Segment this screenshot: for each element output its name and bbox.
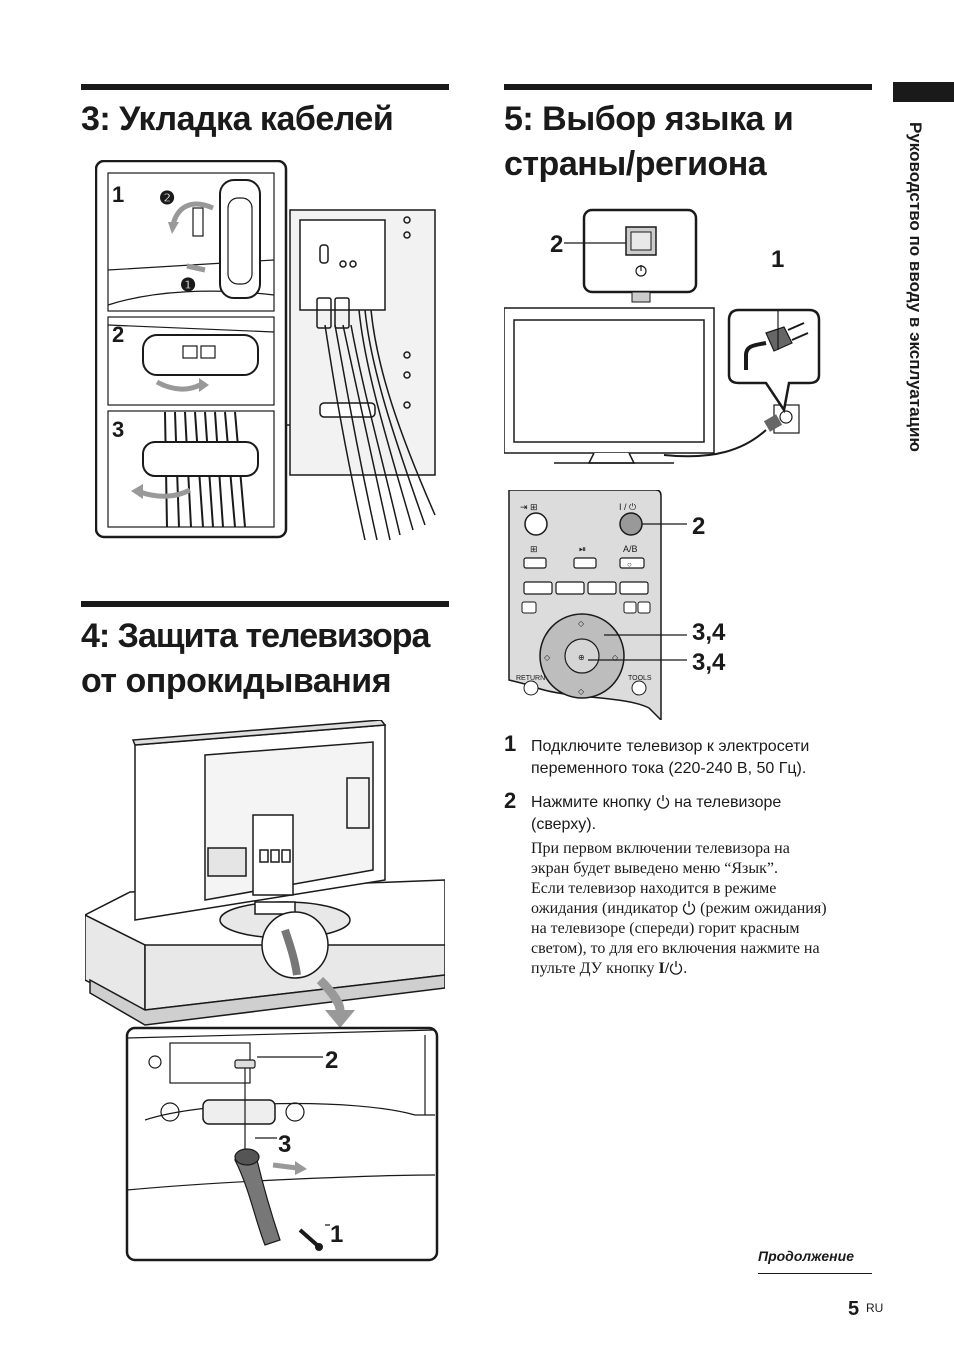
remote-color-button-blue[interactable] — [619, 581, 649, 595]
section-4-title-line1: 4: Защита телевизора — [81, 617, 430, 655]
remote-wide-button[interactable] — [523, 557, 547, 569]
section-4-rule — [81, 601, 449, 607]
badge-step-2: ❷ — [159, 188, 175, 208]
cable-step-label-3: 3 — [112, 417, 124, 442]
sidebar-tab-marker — [893, 82, 954, 102]
dpad-left-icon: ◇ — [544, 653, 551, 662]
page-locale: RU — [866, 1301, 884, 1315]
power-icon — [656, 795, 669, 809]
remote-return-label: RETURN — [516, 675, 545, 682]
tip-prevention-inset — [125, 1026, 439, 1262]
tip-callout-2: 2 — [325, 1047, 338, 1074]
remote-pause-button[interactable] — [573, 557, 597, 569]
tv-power-connect-figure: 2 1 — [504, 208, 821, 464]
step-2-text-after: на телевизоре — [674, 794, 782, 811]
remote-power-label: I / ⏻ — [619, 502, 636, 512]
step-1-line1: Подключите телевизор к электросети — [531, 738, 810, 755]
step-2-note-remote-text: пульте ДУ кнопку — [531, 960, 655, 977]
remote-pause-label: ⏯ — [579, 544, 586, 554]
step-2-note-line1: При первом включении телевизора на — [531, 840, 790, 857]
step-2-note-line3: Если телевизор находится в режиме — [531, 880, 777, 897]
dpad-center-icon: ⊕ — [578, 653, 585, 662]
remote-power-key-icon — [670, 961, 683, 975]
dpad-up-icon: ◇ — [578, 619, 585, 628]
step-2-note-end: . — [683, 960, 688, 977]
continued-underline — [758, 1273, 872, 1274]
cable-step-panel-1 — [107, 172, 275, 312]
connect-callout-1: 1 — [771, 246, 784, 273]
tip-prevention-figure: 2 3 1 — [85, 720, 445, 1262]
remote-color-button-red[interactable] — [523, 581, 553, 595]
section-3-title: 3: Укладка кабелей — [81, 100, 394, 138]
remote-input-label: ⇥ ⊞ — [520, 502, 538, 512]
remote-callout-3-4-a: 3,4 — [692, 619, 726, 646]
remote-color-button-yellow[interactable] — [587, 581, 617, 595]
remote-tools-button[interactable] — [631, 680, 647, 696]
remote-info-icon[interactable] — [623, 601, 637, 614]
standby-indicator-icon — [682, 901, 696, 915]
step-2-note-standby-before: ожидания (индикатор — [531, 900, 679, 917]
remote-ok-button[interactable] — [564, 638, 600, 674]
remote-return-button[interactable] — [523, 680, 539, 696]
remote-help-icon[interactable] — [637, 601, 651, 614]
step-2-number: 2 — [504, 788, 517, 813]
tv-back-illustration — [274, 209, 436, 541]
remote-text-icon[interactable] — [521, 601, 537, 614]
remote-callout-2: 2 — [692, 513, 705, 540]
section-3-rule — [81, 84, 449, 90]
remote-ab-dot: ○ — [627, 560, 632, 569]
step-2-note-standby-after: (режим ожидания) — [700, 900, 827, 917]
step-2-note-line4: ожидания (индикатор (режим ожидания) — [531, 899, 827, 919]
remote-ab-label: A/B — [623, 544, 638, 554]
badge-step-1: ❶ — [180, 275, 196, 295]
step-1-number: 1 — [504, 731, 517, 756]
step-2-note-line2: экран будет выведено меню “Язык”. — [531, 860, 778, 877]
cable-step-panel-2 — [107, 316, 275, 406]
remote-input-button[interactable] — [524, 512, 548, 536]
step-1-line2: переменного тока (220-240 В, 50 Гц). — [531, 760, 807, 777]
step-2-line2: (сверху). — [531, 816, 597, 833]
step-2-note-key: I/ — [658, 960, 670, 977]
step-2-note-line6: светом), то для его включения нажмите на — [531, 940, 820, 957]
section-4-title-line2: от опрокидывания — [81, 662, 392, 700]
remote-ab-button[interactable] — [619, 557, 645, 569]
remote-wide-label: ⊞ — [530, 544, 538, 554]
cable-step-panel-3 — [107, 410, 275, 528]
remote-power-button[interactable] — [619, 512, 643, 536]
tip-callout-3: 3 — [278, 1131, 291, 1158]
step-2-note-line7: пульте ДУ кнопку I/. — [531, 959, 687, 979]
section-5-title-line1: 5: Выбор языка и — [504, 100, 794, 138]
cable-step-label-2: 2 — [112, 322, 124, 347]
section-5-rule — [504, 84, 872, 90]
sidebar-section-label: Руководство по вводу в эксплуатацию — [906, 122, 925, 452]
dpad-down-icon: ◇ — [578, 687, 585, 696]
remote-tools-label: TOOLS — [628, 675, 652, 682]
cable-step-label-1: 1 — [112, 182, 124, 207]
tip-callout-1: 1 — [330, 1221, 343, 1248]
section-5-title-line2: страны/региона — [504, 145, 767, 183]
step-2-line1: Нажмите кнопку на телевизоре — [531, 792, 781, 814]
remote-color-button-green[interactable] — [555, 581, 585, 595]
page-number: 5 — [848, 1298, 860, 1320]
continued-label: Продолжение — [758, 1248, 854, 1264]
remote-control-figure: ⇥ ⊞ I / ⏻ ⊞ ⏯ A/B ○ ◇ ◇ ◇ ◇ ⊕ RETURN TOO… — [508, 490, 726, 720]
connect-callout-2: 2 — [550, 231, 563, 258]
remote-callout-3-4-b: 3,4 — [692, 649, 726, 676]
step-2-text-before: Нажмите кнопку — [531, 794, 652, 811]
cable-management-figure: 1 ❷ ❶ 2 3 — [95, 160, 436, 541]
step-2-note-line5: на телевизоре (спереди) горит красным — [531, 920, 800, 937]
dpad-right-icon: ◇ — [612, 653, 619, 662]
